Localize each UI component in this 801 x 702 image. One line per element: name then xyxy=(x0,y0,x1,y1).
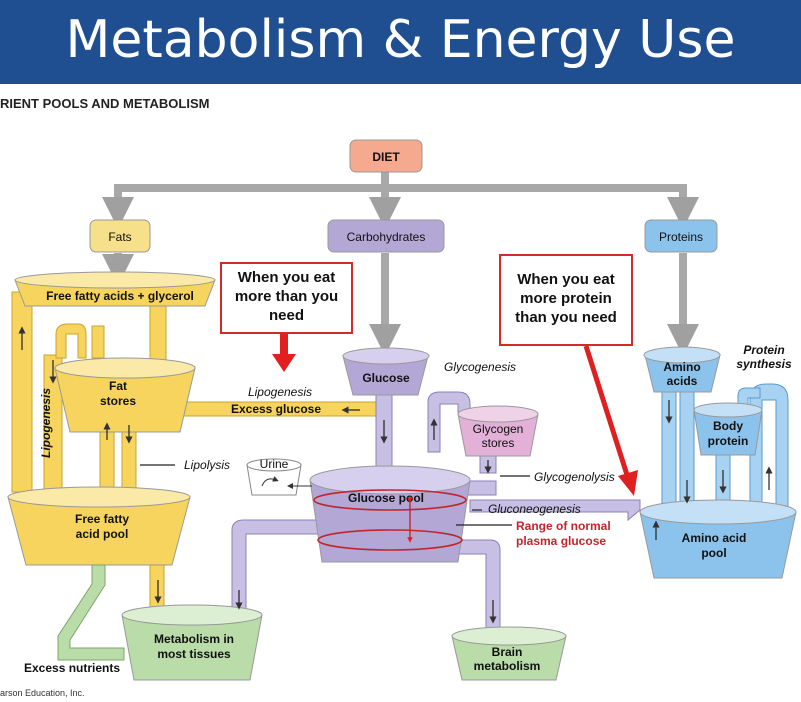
amino-acid-pool-label-2: pool xyxy=(701,546,726,560)
lipolysis-label: Lipolysis xyxy=(184,458,230,472)
glucose-pool-label: Glucose pool xyxy=(348,491,424,505)
diet-label: DIET xyxy=(372,150,400,164)
range-normal-label-1: Range of normal xyxy=(516,519,611,533)
slide-title: Metabolism & Energy Use xyxy=(65,10,736,70)
glucose-range-upper xyxy=(313,489,467,511)
glycogen-stores-label-1: Glycogen xyxy=(473,422,524,436)
fats-box xyxy=(89,219,151,253)
body-protein-top xyxy=(693,402,763,418)
gluconeogenesis-pipe xyxy=(469,499,641,522)
brain-label-1: Brain xyxy=(492,645,523,659)
carb-pipes xyxy=(231,391,501,636)
glycogen-stores-label-2: stores xyxy=(482,436,515,450)
most-tissues-top xyxy=(121,604,263,626)
red-arrow-left-icon xyxy=(272,354,296,372)
red-annotation-arrows xyxy=(272,332,638,496)
free-fatty-acids-label: Free fatty acids + glycerol xyxy=(46,289,194,303)
callout-eat-more: When you eat more than you need xyxy=(220,262,353,334)
flow-arrows xyxy=(18,326,773,624)
amino-acid-pool-top xyxy=(639,499,797,525)
body-protein-label-2: protein xyxy=(708,434,749,448)
carbohydrates-label: Carbohydrates xyxy=(347,230,426,244)
brain-tank-top xyxy=(451,626,567,646)
urine-container-top xyxy=(246,458,302,472)
callout-eat-more-protein: When you eat more protein than you need xyxy=(499,254,633,346)
body-protein-label-1: Body xyxy=(713,419,743,433)
proteins-label: Proteins xyxy=(659,230,703,244)
copyright: arson Education, Inc. xyxy=(0,688,85,698)
fat-stores-top xyxy=(54,357,196,379)
gluconeogenesis-label: Gluconeogenesis xyxy=(488,502,581,516)
amino-acids-label-1: Amino xyxy=(663,360,700,374)
excess-nutrients-pipe xyxy=(57,564,125,661)
proteins-box xyxy=(644,219,718,253)
free-fatty-acid-pool-label-1: Free fatty xyxy=(75,512,129,526)
diet-box xyxy=(349,139,423,173)
figure-title: RIENT POOLS AND METABOLISM xyxy=(0,96,210,111)
glycogenolysis-label: Glycogenolysis xyxy=(534,470,615,484)
carbohydrates-box xyxy=(327,219,445,253)
glucose-label: Glucose xyxy=(362,371,410,385)
free-fatty-acid-pool-label-2: acid pool xyxy=(76,527,129,541)
glucose-range-lower xyxy=(317,529,463,551)
protein-synthesis-label-1: Protein xyxy=(743,343,784,357)
fat-stores-label-1: Fat xyxy=(109,379,127,393)
urine-swirl-icon xyxy=(261,476,279,487)
fat-stores-label-2: stores xyxy=(100,394,136,408)
brain-label-2: metabolism xyxy=(474,659,541,673)
most-tissues-label-1: Metabolism in xyxy=(154,632,234,646)
glycogen-stores-top xyxy=(457,405,539,423)
diet-branches xyxy=(102,172,699,356)
range-normal-label-2: plasma glucose xyxy=(516,534,606,548)
glucose-pool-top xyxy=(309,465,471,495)
amino-acids-tank-top xyxy=(643,346,721,364)
red-arrow-right-icon xyxy=(618,470,638,496)
lipogenesis-vertical-label: Lipogenesis xyxy=(39,388,53,458)
amino-acid-pool-label-1: Amino acid xyxy=(682,531,747,545)
fats-label: Fats xyxy=(108,230,131,244)
lipogenesis-label: Lipogenesis xyxy=(248,385,312,399)
protein-synthesis-label-2: synthesis xyxy=(736,357,792,371)
free-fatty-acid-pool-top xyxy=(7,486,191,508)
glucose-tank-top xyxy=(342,347,430,365)
urine-label: Urine xyxy=(260,457,289,471)
excess-nutrients-label: Excess nutrients xyxy=(24,661,120,675)
title-banner: Metabolism & Energy Use xyxy=(0,0,801,84)
excess-glucose-label: Excess glucose xyxy=(231,402,321,416)
fat-pipes xyxy=(11,291,379,617)
glycogenesis-label: Glycogenesis xyxy=(444,360,516,374)
most-tissues-label-2: most tissues xyxy=(157,647,231,661)
free-fatty-acids-tank-top xyxy=(14,271,216,289)
amino-acids-label-2: acids xyxy=(667,374,698,388)
